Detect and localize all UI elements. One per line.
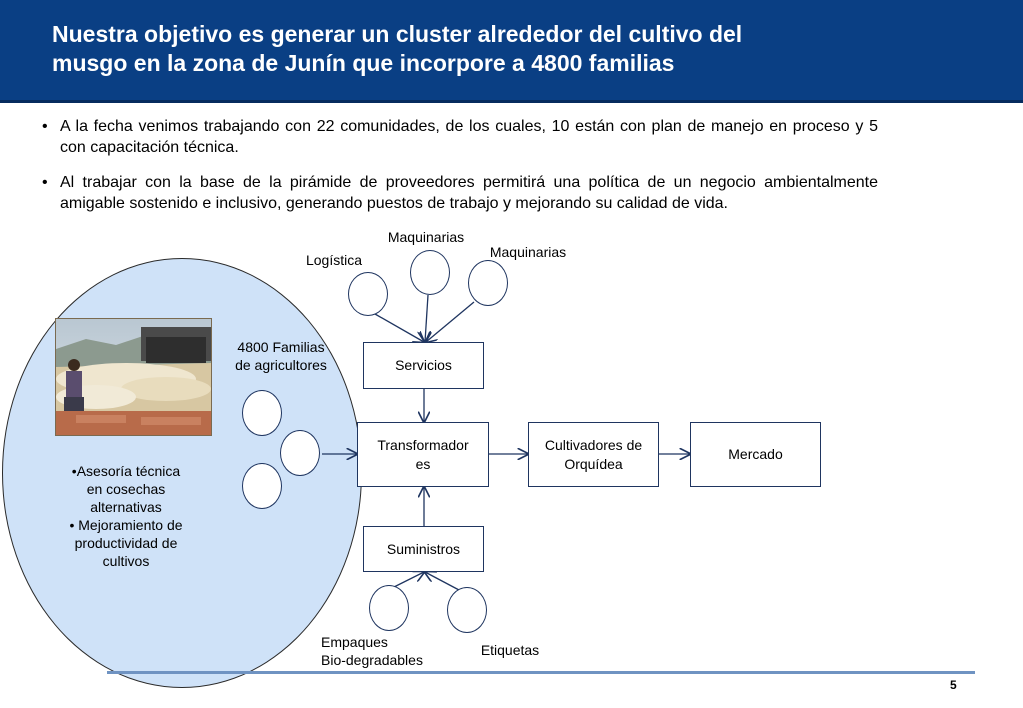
- transformadores-box: Transformador es: [357, 422, 489, 487]
- label-empaques-line-1: Empaques: [321, 634, 388, 650]
- bullet-list: • A la fecha venimos trabajando con 22 c…: [40, 116, 878, 228]
- slide-title: Nuestra objetivo es generar un cluster a…: [52, 20, 952, 78]
- cluster-note-line: •Asesoría técnica: [71, 463, 181, 479]
- families-label-line-1: 4800 Familias: [237, 339, 325, 355]
- label-empaques-line-2: Bio-degradables: [321, 652, 423, 668]
- bullet-item: • Al trabajar con la base de la pirámide…: [40, 172, 878, 214]
- label-maquinarias-1: Maquinarias: [387, 229, 465, 245]
- cluster-note-line: productividad de: [74, 535, 178, 551]
- maquinarias-node-1: [410, 250, 450, 295]
- bullet-item: • A la fecha venimos trabajando con 22 c…: [40, 116, 878, 158]
- label-maquinarias-2: Maquinarias: [489, 244, 567, 260]
- cluster-note-line: • Mejoramiento de: [69, 517, 183, 533]
- label-etiquetas: Etiquetas: [480, 642, 540, 658]
- connector-maquinarias-2: [426, 301, 475, 342]
- family-node: [242, 390, 282, 436]
- cultivadores-label-line-1: Cultivadores de: [544, 436, 643, 453]
- label-empaques: Empaques Bio-degradables: [321, 633, 451, 669]
- families-label: 4800 Familias de agricultores: [222, 338, 340, 374]
- etiquetas-node: [447, 587, 487, 633]
- label-logistica: Logística: [305, 252, 363, 268]
- mercado-box: Mercado: [690, 422, 821, 487]
- cluster-notes: •Asesoría técnica en cosechas alternativ…: [52, 462, 200, 570]
- connector-etiquetas: [425, 572, 460, 591]
- suministros-label: Suministros: [386, 540, 461, 557]
- logistica-node: [348, 272, 388, 316]
- families-label-line-2: de agricultores: [235, 357, 327, 373]
- cultivadores-label-line-2: Orquídea: [564, 455, 623, 472]
- servicios-box: Servicios: [363, 342, 484, 389]
- bullet-dot: •: [42, 118, 48, 135]
- page-number: 5: [950, 678, 957, 692]
- connector-logistica: [374, 313, 424, 342]
- cluster-note-line: en cosechas: [86, 481, 166, 497]
- title-banner: Nuestra objetivo es generar un cluster a…: [0, 0, 1023, 103]
- bullet-text: Al trabajar con la base de la pirámide d…: [60, 174, 878, 212]
- farmers-photo-image: [56, 319, 211, 435]
- empaques-node: [369, 585, 409, 631]
- transformadores-label-line-2: es: [415, 455, 431, 472]
- slide-title-line-2: musgo en la zona de Junín que incorpore …: [52, 50, 675, 76]
- bullet-text: A la fecha venimos trabajando con 22 com…: [60, 118, 878, 156]
- family-node: [280, 430, 320, 476]
- footer-divider: [107, 671, 975, 674]
- slide-title-line-1: Nuestra objetivo es generar un cluster a…: [52, 21, 743, 47]
- cluster-note-line: cultivos: [102, 553, 150, 569]
- farmers-photo: [55, 318, 212, 436]
- suministros-box: Suministros: [363, 526, 484, 572]
- connector-empaques: [391, 572, 424, 589]
- cultivadores-box: Cultivadores de Orquídea: [528, 422, 659, 487]
- cluster-note-line: alternativas: [90, 499, 162, 515]
- servicios-label: Servicios: [395, 357, 452, 373]
- family-node: [242, 463, 282, 509]
- mercado-label: Mercado: [728, 446, 783, 462]
- connector-maquinarias-1: [425, 294, 428, 342]
- maquinarias-node-2: [468, 260, 508, 306]
- bullet-dot: •: [42, 174, 48, 191]
- transformadores-label-line-1: Transformador: [377, 436, 469, 453]
